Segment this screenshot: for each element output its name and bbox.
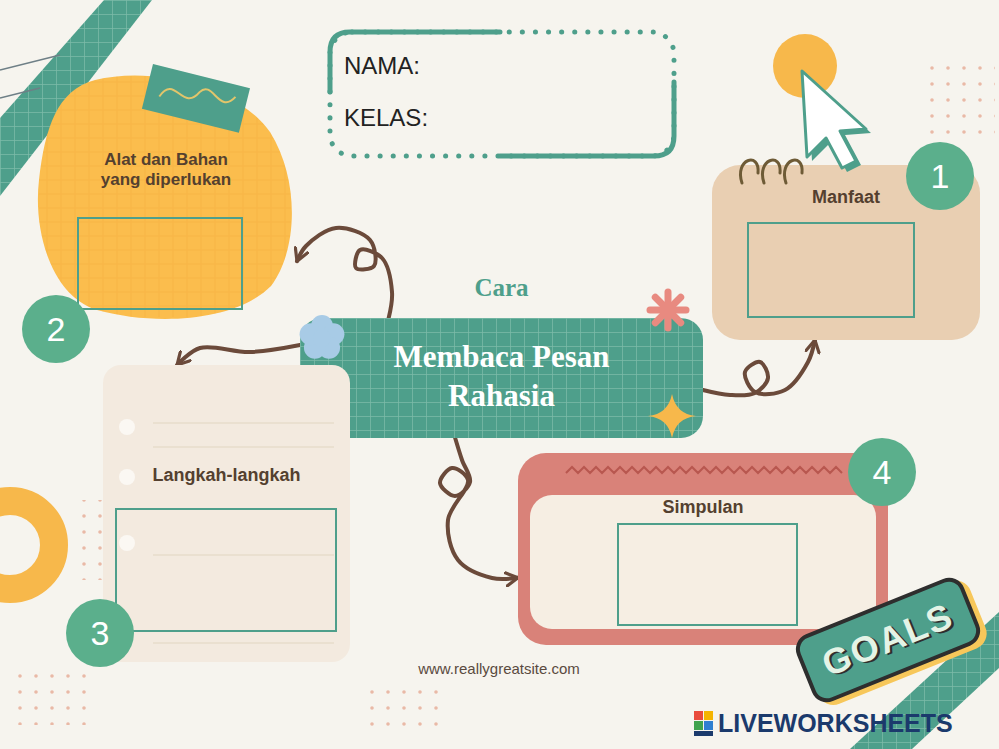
answer-field bbox=[747, 222, 915, 318]
orange-ring bbox=[0, 501, 54, 589]
node-shape bbox=[518, 453, 888, 645]
node-shape bbox=[35, 70, 297, 325]
curly-arrow bbox=[297, 228, 392, 318]
curly-arrow bbox=[177, 345, 300, 365]
callout-number: 3 bbox=[66, 599, 134, 667]
website-url: www.reallygreatsite.com bbox=[369, 660, 629, 682]
dot-grid bbox=[6, 665, 86, 725]
dot-grid bbox=[925, 55, 995, 135]
dot-grid bbox=[70, 500, 104, 580]
callout-number: 4 bbox=[848, 438, 916, 506]
class-field-label: KELAS: bbox=[344, 104, 660, 132]
node-shape bbox=[328, 30, 676, 158]
node-shape bbox=[103, 365, 350, 662]
answer-field bbox=[77, 217, 243, 310]
curly-arrow bbox=[703, 340, 815, 395]
watermark: LIVEWORKSHEETS bbox=[718, 707, 994, 739]
steps-card: Langkah-langkah bbox=[103, 365, 350, 662]
title-band: CaraMembaca Pesan Rahasia bbox=[300, 318, 703, 438]
card-heading: Langkah-langkah bbox=[103, 465, 350, 487]
thin-line bbox=[0, 55, 60, 98]
materials-blob: Alat dan Bahan yang diperlukan bbox=[35, 70, 297, 325]
title-kicker: Cara bbox=[300, 274, 703, 302]
callout-number: 1 bbox=[906, 142, 974, 210]
card-heading: Simpulan bbox=[518, 497, 888, 519]
name-box: NAMA: KELAS: bbox=[328, 30, 676, 158]
answer-field bbox=[115, 508, 337, 632]
dot-grid bbox=[360, 690, 450, 730]
title-main: Membaca Pesan Rahasia bbox=[352, 338, 652, 416]
answer-field bbox=[617, 523, 798, 626]
name-field-label: NAMA: bbox=[344, 52, 660, 80]
conclusion-card: Simpulan bbox=[518, 453, 888, 645]
curly-arrow bbox=[440, 438, 518, 579]
card-heading: Alat dan Bahan yang diperlukan bbox=[84, 150, 249, 191]
logo-blocks bbox=[694, 711, 713, 736]
callout-number: 2 bbox=[22, 295, 90, 363]
